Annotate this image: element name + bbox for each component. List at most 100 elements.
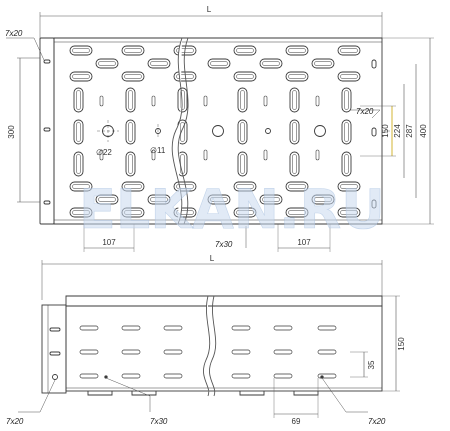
slot-7x30-inner (124, 48, 142, 53)
side-top-lip (65, 295, 383, 307)
slot-7x30-vertical-inner (292, 154, 297, 174)
length-label-top: L (207, 5, 212, 14)
slot-7x30 (207, 58, 231, 69)
slot-7x30-vertical (73, 87, 84, 113)
slot-7x30-inner (72, 210, 90, 215)
dim-35: 35 (367, 360, 376, 369)
slot-7x30 (311, 194, 335, 205)
slot-small (263, 95, 268, 107)
pitch-107-left: 107 (102, 238, 116, 247)
slot-7x30-vertical-inner (128, 154, 133, 174)
slot-7x30-inner (236, 74, 254, 79)
side-slot (121, 349, 141, 355)
slot-7x30-vertical-inner (344, 154, 349, 174)
slot-7x30-inner (210, 197, 228, 202)
slot-7x30-vertical (289, 119, 300, 145)
slot-7x30 (69, 207, 93, 218)
side-slot (163, 349, 183, 355)
side-slot (163, 325, 183, 331)
slot-7x30 (233, 71, 257, 82)
slot-7x30-vertical (73, 151, 84, 177)
slot-7x30 (233, 207, 257, 218)
slot-7x30 (337, 181, 361, 192)
slot-7x30-vertical-inner (292, 122, 297, 142)
slot-7x30-vertical (237, 87, 248, 113)
slot-7x30-vertical (125, 87, 136, 113)
slot-7x30-inner (98, 61, 116, 66)
slot-7x30 (285, 45, 309, 56)
slot-7x30-inner (262, 61, 280, 66)
slot-7x30-vertical-inner (344, 90, 349, 110)
slot-7x30-vertical (237, 119, 248, 145)
hole-label-22: ∅22 (96, 148, 112, 157)
pitch-107-right: 107 (297, 238, 311, 247)
side-slot (273, 349, 293, 355)
side-slot (79, 349, 99, 355)
slot-7x30 (285, 181, 309, 192)
slot-7x30-vertical-inner (344, 122, 349, 142)
slot-7x30-inner (236, 48, 254, 53)
slot-7x30-inner (314, 61, 332, 66)
slot-7x30 (95, 194, 119, 205)
slot-7x30-vertical-inner (240, 154, 245, 174)
slot-7x30-inner (150, 197, 168, 202)
slot-label-top-left: 7x20 (5, 29, 23, 38)
slot-7x30 (259, 194, 283, 205)
slot-small (203, 149, 208, 161)
slot-7x30-vertical-inner (240, 122, 245, 142)
slot-7x30 (337, 71, 361, 82)
end-coupling (41, 304, 67, 394)
height-dim-150: 150 (397, 337, 406, 351)
slot-7x30 (233, 181, 257, 192)
slot-7x30 (285, 207, 309, 218)
top-view (6, 12, 434, 252)
slot-7x30 (121, 71, 145, 82)
slot-7x30-inner (340, 184, 358, 189)
slot-7x30-vertical (73, 119, 84, 145)
slot-7x30-inner (340, 74, 358, 79)
slot-7x30 (173, 207, 197, 218)
slot-7x30 (147, 194, 171, 205)
slot-7x30-inner (288, 184, 306, 189)
slot-7x30-vertical (341, 87, 352, 113)
slot-7x30 (337, 45, 361, 56)
slot-small (263, 149, 268, 161)
slot-7x30 (259, 58, 283, 69)
slot-7x30-inner (340, 210, 358, 215)
slot-label-center: 7x30 (215, 240, 233, 249)
dim-400: 400 (419, 124, 428, 138)
slot-7x30 (311, 58, 335, 69)
slot-7x30-inner (210, 61, 228, 66)
slot-7x30-vertical (125, 119, 136, 145)
slot-7x30-inner (288, 74, 306, 79)
side-slot-pattern (79, 325, 337, 379)
slot-7x30-inner (288, 210, 306, 215)
slot-small (203, 95, 208, 107)
slot-7x30-vertical (341, 151, 352, 177)
side-slot (231, 325, 251, 331)
hole-11 (155, 128, 161, 134)
side-slot (317, 373, 337, 379)
dim-287: 287 (405, 124, 414, 138)
slot-7x30 (121, 207, 145, 218)
slot-7x30-inner (236, 210, 254, 215)
slot-7x30 (173, 45, 197, 56)
slot-7x30-vertical (125, 151, 136, 177)
slot-7x30-vertical (289, 87, 300, 113)
slot-7x30-vertical-inner (76, 154, 81, 174)
watermark: ELKAN.RU (79, 178, 385, 241)
side-wall (65, 305, 383, 392)
slot-7x30 (121, 181, 145, 192)
side-view (18, 260, 400, 418)
slot-label-bottom-left: 7x20 (6, 417, 24, 426)
slot-small (315, 149, 320, 161)
side-slot (231, 373, 251, 379)
slot-7x30 (121, 45, 145, 56)
slot-7x30 (285, 71, 309, 82)
side-slot (273, 373, 293, 379)
length-label-bottom: L (210, 254, 215, 263)
slot-7x30 (69, 181, 93, 192)
dim-150-inner: 150 (381, 124, 390, 138)
slot-7x30-inner (150, 61, 168, 66)
